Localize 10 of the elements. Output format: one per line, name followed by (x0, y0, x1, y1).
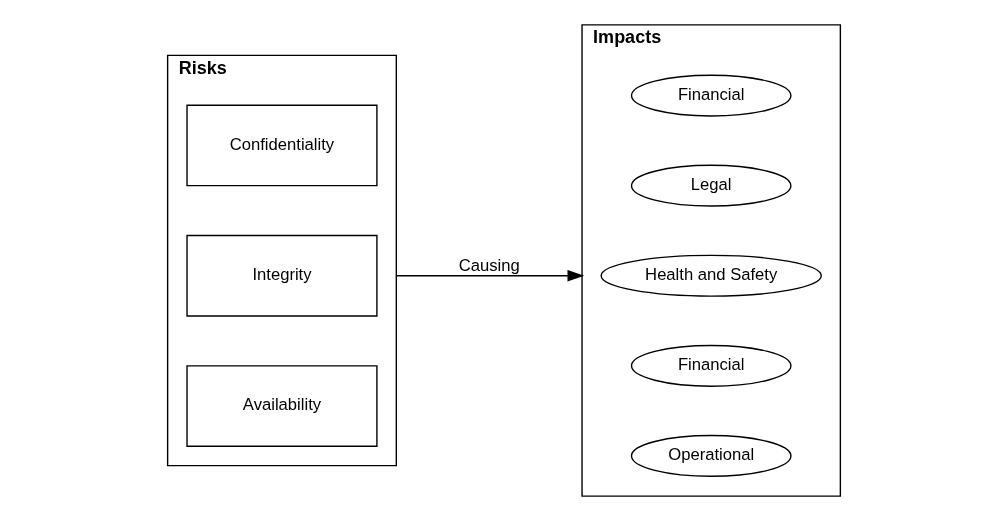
node-box: Availability (186, 365, 378, 447)
node-ellipse: Operational (630, 434, 792, 477)
node-box: Confidentiality (186, 104, 378, 187)
edge-label: Causing (458, 256, 520, 276)
node-ellipse: Legal (630, 164, 792, 207)
node-ellipse: Financial (630, 74, 792, 117)
arrow (395, 269, 585, 282)
node-ellipse: Health and Safety (600, 254, 822, 297)
node-box: Integrity (186, 234, 378, 317)
node-ellipse: Financial (630, 344, 792, 387)
